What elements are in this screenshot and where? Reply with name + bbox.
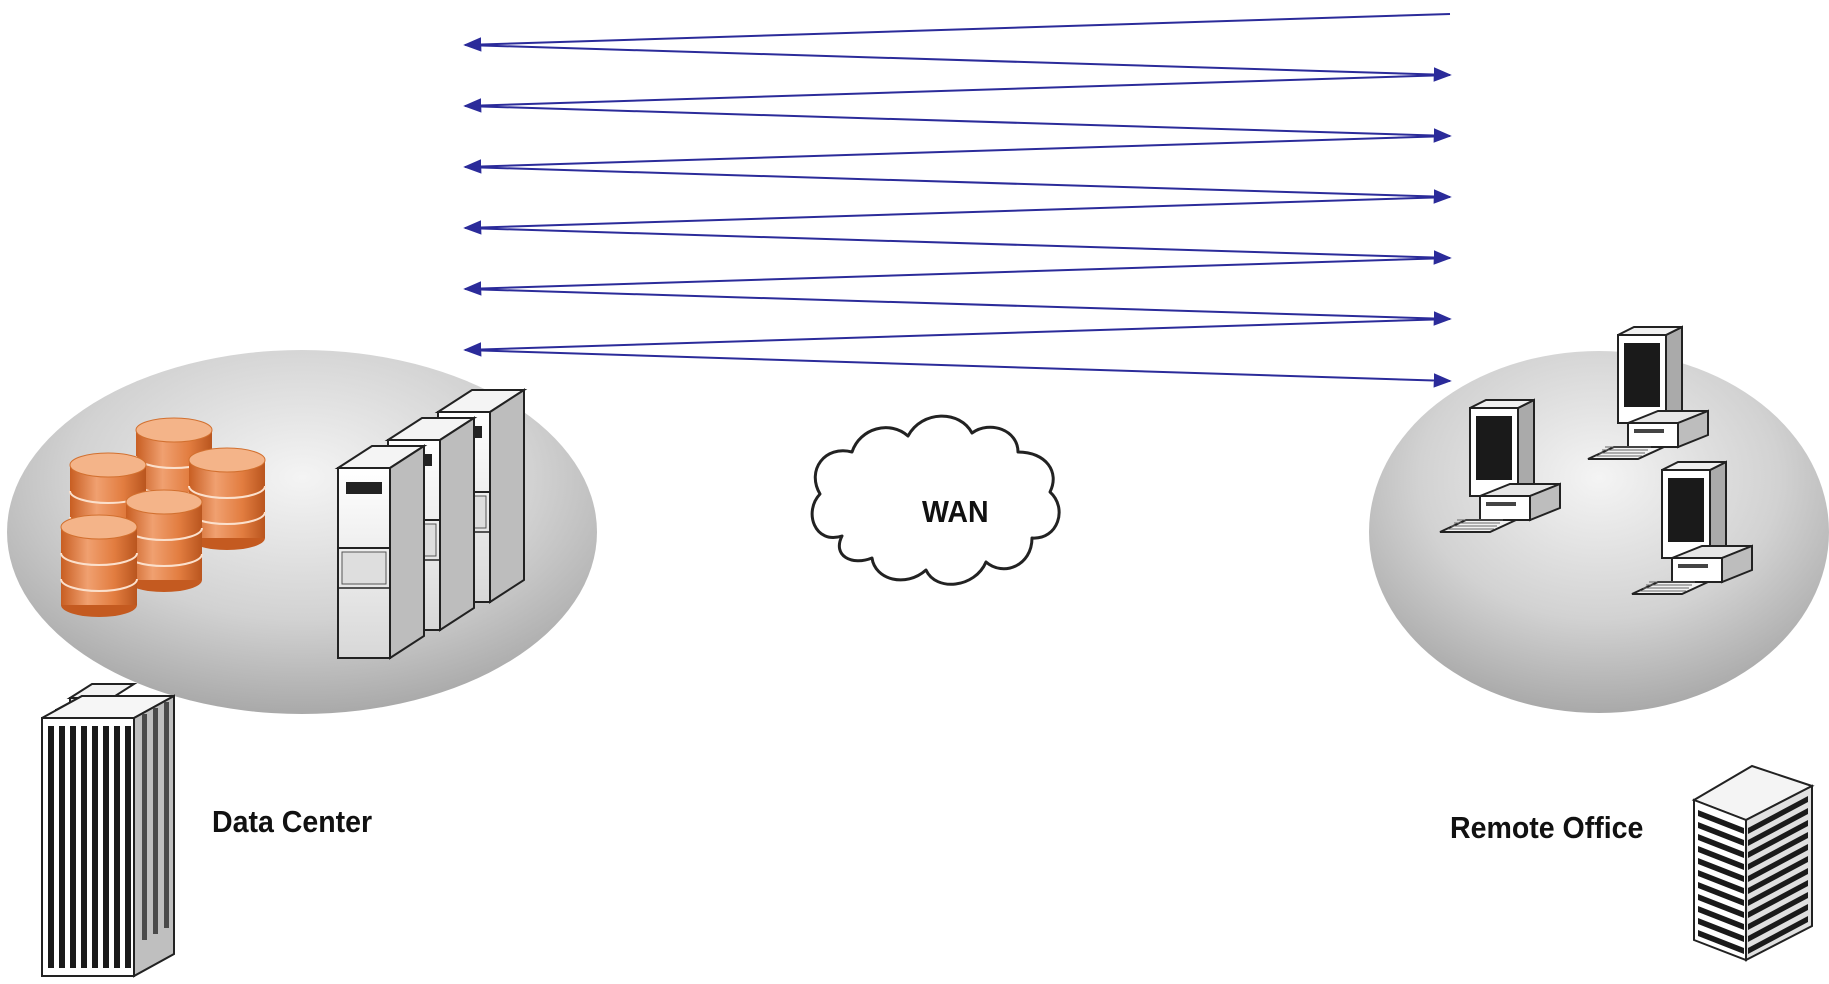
response-arrow xyxy=(464,166,1452,204)
cloud-icon xyxy=(810,414,1061,586)
traffic-arrows xyxy=(463,13,1452,388)
remote-office-label: Remote Office xyxy=(1450,810,1644,845)
database-icon xyxy=(188,447,266,550)
office-building-icon xyxy=(1691,764,1815,962)
database-icon xyxy=(60,514,138,617)
request-arrow xyxy=(463,257,1451,296)
desktop-computer-icon xyxy=(1439,398,1561,533)
server-rack-icon xyxy=(334,388,528,660)
response-arrow xyxy=(464,44,1452,82)
desktop-computer-group xyxy=(1439,325,1753,595)
request-arrow xyxy=(463,74,1451,113)
data-center-label: Data Center xyxy=(212,804,373,839)
response-arrow xyxy=(464,288,1452,326)
desktop-computer-icon xyxy=(1587,325,1709,460)
request-arrow xyxy=(463,196,1451,235)
office-tower-icon xyxy=(41,683,175,978)
request-arrow xyxy=(463,318,1451,357)
request-arrow xyxy=(463,13,1451,52)
response-arrow xyxy=(464,105,1452,143)
remote-office-zone xyxy=(1369,351,1829,713)
database-group xyxy=(60,417,266,617)
response-arrow xyxy=(464,227,1452,265)
desktop-computer-icon xyxy=(1631,460,1753,595)
server-unit xyxy=(334,444,428,660)
database-icon xyxy=(125,489,203,592)
wan-label: WAN xyxy=(922,494,989,529)
request-arrow xyxy=(463,135,1451,174)
response-arrow xyxy=(464,349,1452,388)
